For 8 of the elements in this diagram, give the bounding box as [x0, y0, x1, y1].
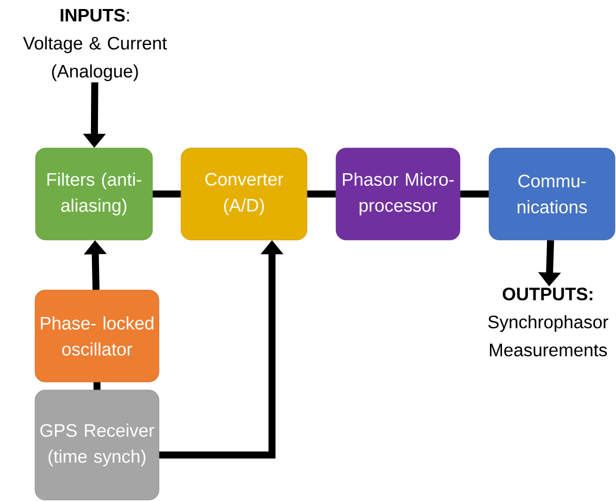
- process-box: Phasor Micro- processor: [336, 148, 460, 240]
- process-box: Commu- nications: [488, 148, 616, 240]
- process-box: Filters (anti- aliasing): [35, 148, 153, 240]
- input-label: INPUTS: Voltage & Current (Analogue): [23, 8, 167, 82]
- process-box: GPS Receiver (time synch): [34, 390, 160, 500]
- output-label: OUTPUTS: Synchrophasor Measurements: [488, 288, 608, 356]
- process-box: Phase- locked oscillator: [34, 290, 160, 382]
- process-box: Converter (A/D): [180, 148, 308, 240]
